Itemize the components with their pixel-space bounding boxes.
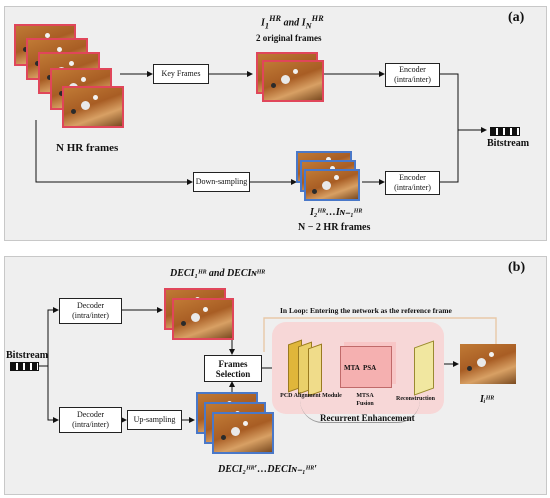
recurrent-arc [300, 400, 420, 423]
mtsa-block [340, 346, 392, 388]
panel-a-tag: (a) [508, 10, 525, 25]
bitstream-label: Bitstream [487, 138, 530, 149]
psa-label: PSA [363, 364, 377, 372]
two-original-frames-label: 2 original frames [256, 33, 322, 43]
deci-top-label: DECI₁ᴴᴿ and DECIɴᴴᴿ [170, 268, 266, 279]
frames-selection-box: Frames Selection [204, 355, 262, 382]
reconstruction-layer [414, 340, 434, 396]
encoder-bottom-box: Encoder (intra/inter) [385, 171, 440, 195]
in-loop-label: In Loop: Entering the network as the ref… [280, 306, 452, 315]
recurrent-enhancement-label: Recurrent Enhancement [320, 413, 415, 423]
reconstruction-label: Reconstruction [396, 396, 435, 402]
bitstream-icon [490, 127, 520, 136]
panel-b-tag: (b) [508, 260, 526, 275]
bitstream-label-b: Bitstream [6, 350, 49, 361]
up-sampling-box: Up-sampling [127, 410, 182, 430]
bitstream-icon-b [10, 362, 39, 371]
mid-frames-label: I₂ᴴᴿ…Iɴ₋₁ᴴᴿ [310, 207, 363, 218]
n-hr-frames-label: N HR frames [56, 142, 119, 154]
encoder-top-box: Encoder (intra/inter) [385, 63, 440, 87]
output-frame [460, 344, 516, 384]
decoder-top-box: Decoder (intra/inter) [59, 298, 122, 324]
pcd-label: PCD Alignment Module [280, 393, 342, 399]
deci-bottom-label: DECI₂ᴴᴿ′…DECIɴ₋₁ᴴᴿ′ [218, 464, 317, 475]
decoder-bottom-box: Decoder (intra/inter) [59, 407, 122, 433]
original-frames-symbol: I1HR and INHR [261, 14, 324, 31]
down-sampling-box: Down-sampling [193, 172, 250, 192]
output-frame-label: Iᵢᴴᴿ [480, 394, 495, 405]
key-frames-box: Key Frames [153, 64, 209, 84]
mta-label: MTA [344, 364, 360, 372]
n-minus-2-label: N − 2 HR frames [298, 222, 371, 233]
